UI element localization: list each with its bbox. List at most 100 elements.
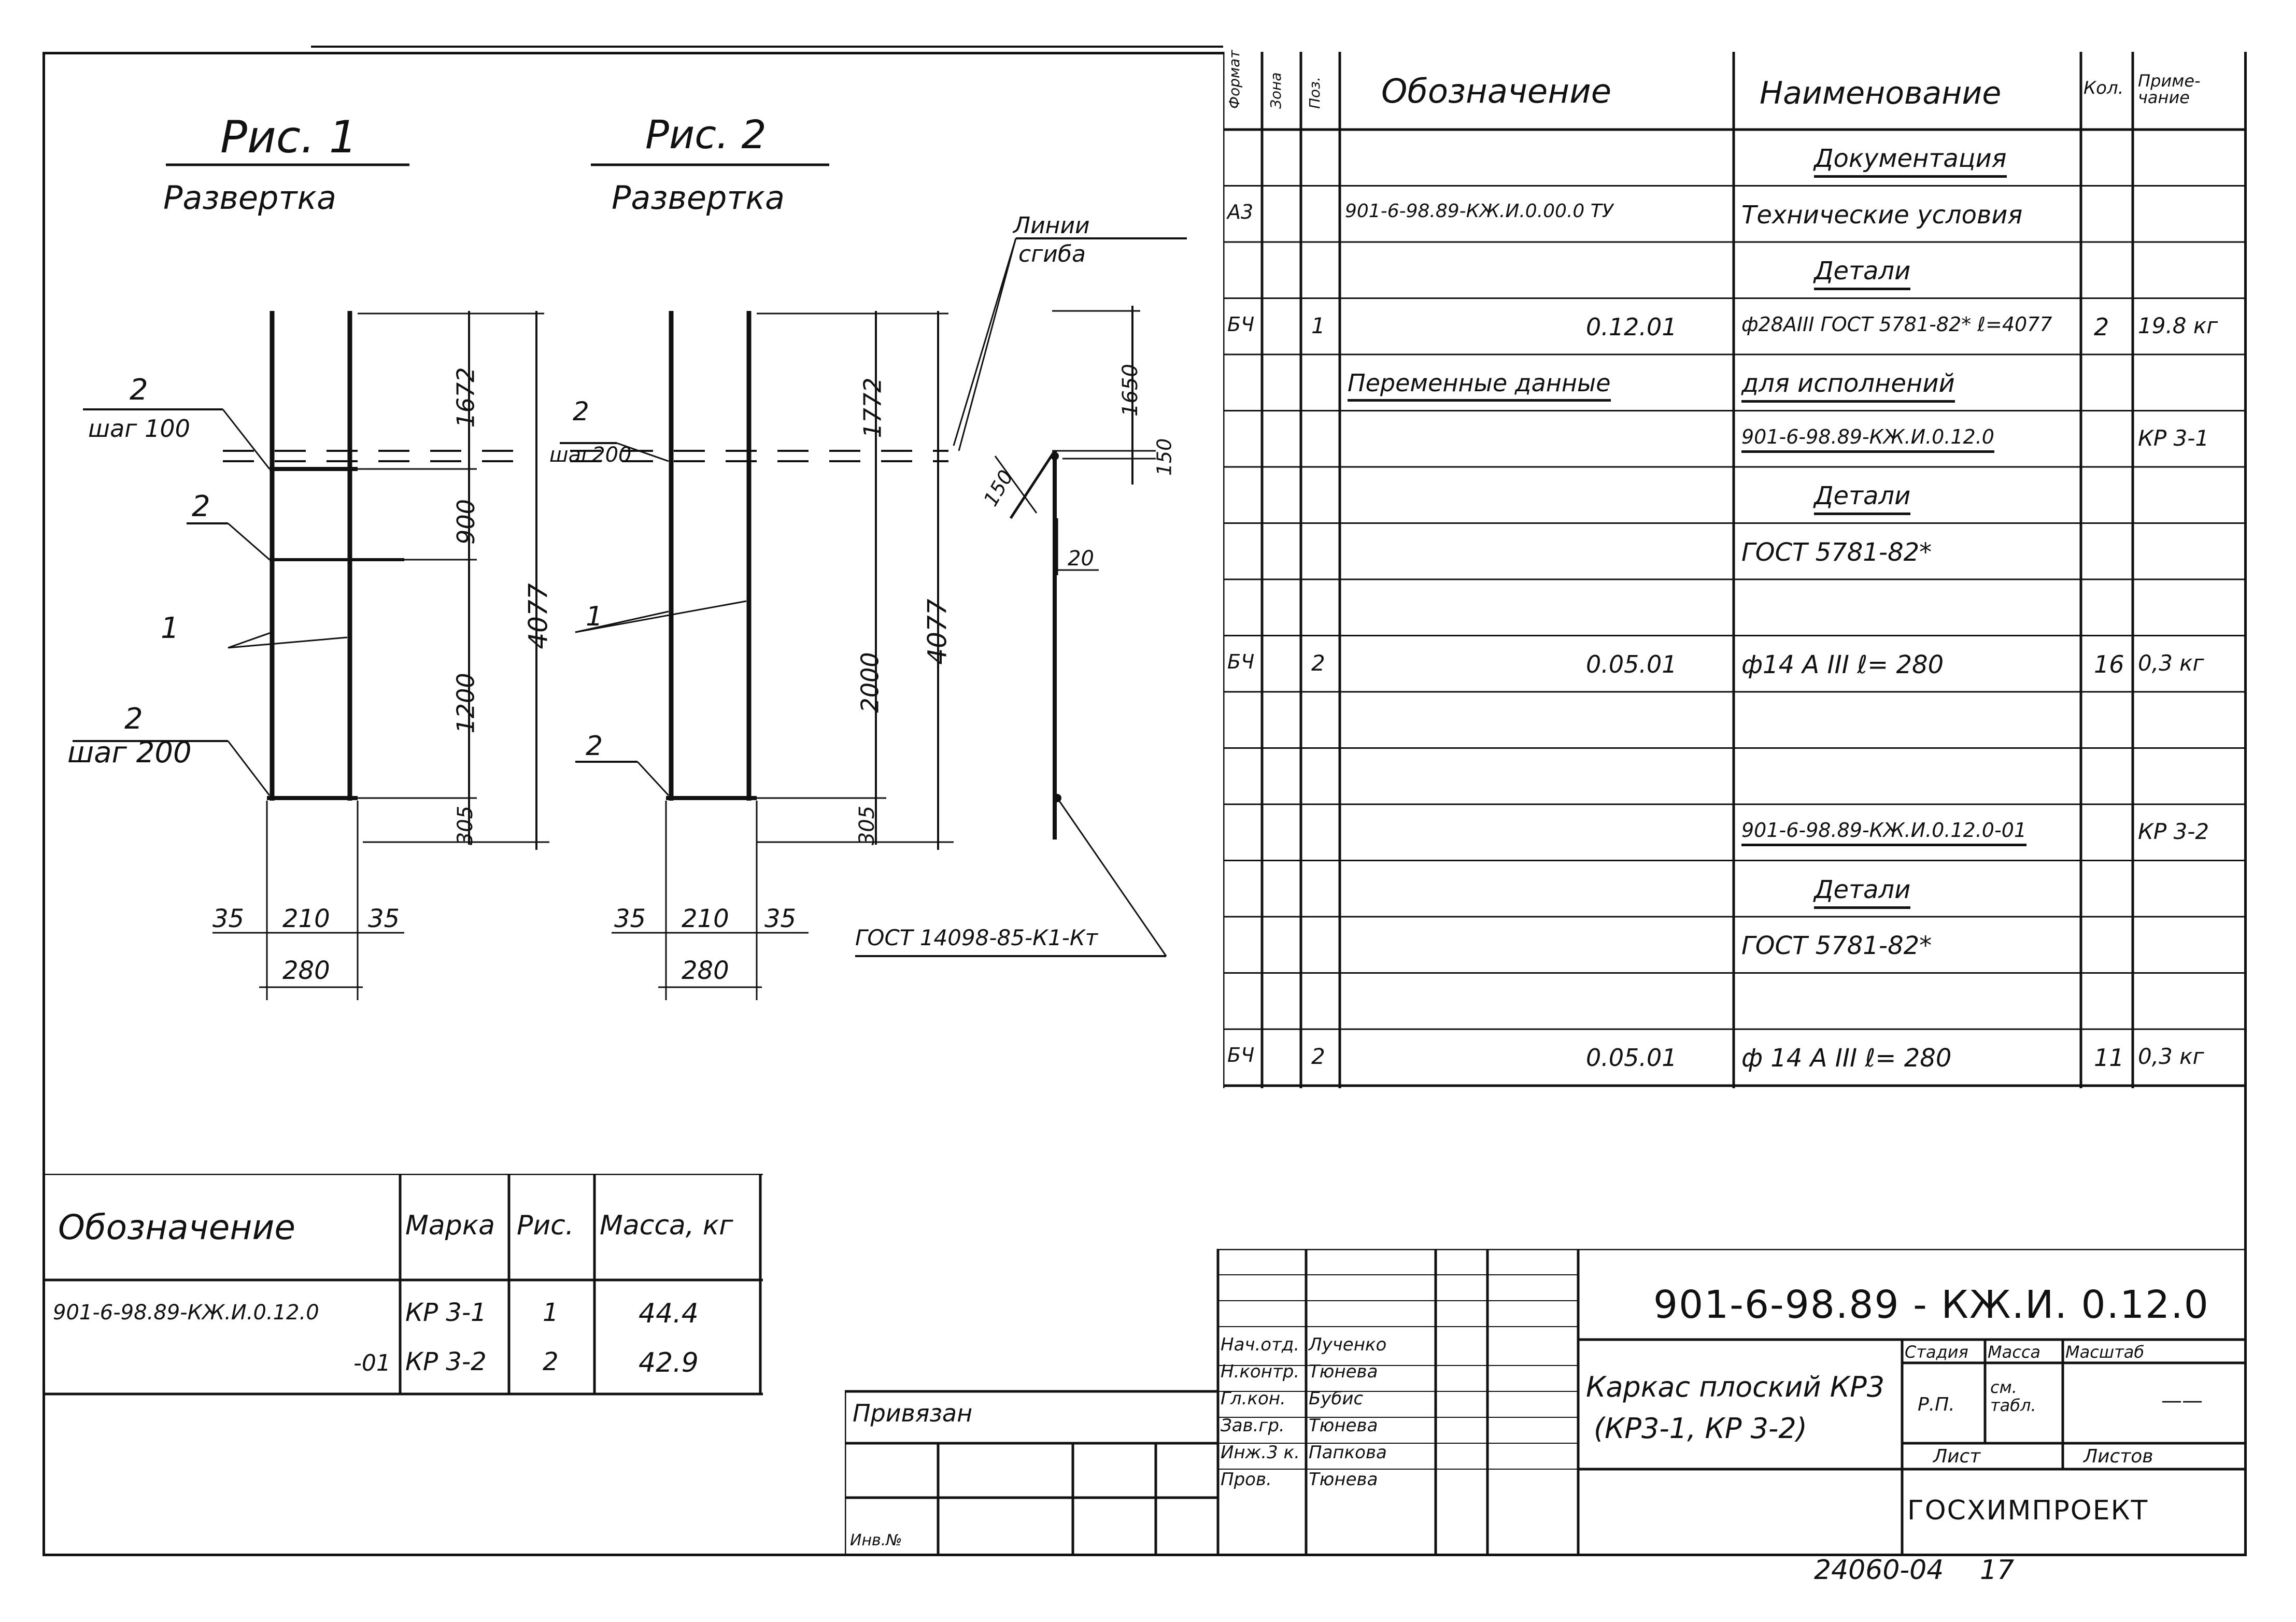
fig1-callout-3: 1 (161, 611, 179, 645)
inv-label: Инв.№ (850, 1531, 902, 1549)
spec-row-pos: 1 (1311, 312, 1325, 338)
bend-dim-1650: 1650 (1118, 364, 1142, 417)
mass-label: Масса (1988, 1342, 2041, 1362)
signature-role: Инж.3 к. (1221, 1442, 1300, 1463)
spec-row-name: 901-6-98.89-КЖ.И.0.12.0 (1741, 425, 1994, 453)
mass-row2-designation: -01 (353, 1350, 391, 1376)
spec-row-designation: 0.05.01 (1586, 1044, 1677, 1072)
bend-label-2: сгиба (1018, 241, 1086, 267)
spec-grid (1223, 52, 2247, 1088)
drawings (73, 163, 1187, 1000)
spec-row-format: БЧ (1227, 1044, 1255, 1066)
fig1-bottom-dim-210: 210 (282, 904, 330, 933)
signature-role: Нач.отд. (1221, 1334, 1300, 1355)
title-line2: (КР3-1, КР 3-2) (1594, 1412, 1807, 1445)
mass-header-mass: Масса, кг (600, 1210, 733, 1241)
bend-label-1: Линии (1013, 212, 1090, 239)
spec-row-note: КР 3-2 (2138, 819, 2209, 844)
mass-header-designation: Обозначение (58, 1207, 295, 1247)
fig1-dim-900: 900 (451, 499, 480, 545)
mass-header-fig: Рис. (517, 1210, 574, 1241)
spec-row-note: 0,3 кг (2138, 1044, 2204, 1069)
page-number: 17 (1980, 1555, 2015, 1586)
spec-row-name: ГОСТ 5781-82* (1741, 537, 1932, 567)
fig1-bottom-dim-35a: 35 (212, 904, 245, 933)
sheet-label: Лист (1933, 1446, 1981, 1467)
spec-row-name: ф14 А III ℓ= 280 (1741, 650, 1944, 679)
bend-gost: ГОСТ 14098-85-К1-Кт (855, 925, 1098, 950)
fig1-callout-4-label: шаг 200 (67, 736, 192, 770)
spec-row-designation: 901-6-98.89-КЖ.И.0.00.0 ТУ (1345, 200, 1613, 222)
signature-role: Гл.кон. (1221, 1388, 1286, 1409)
fig2-dim-305: 305 (855, 805, 880, 846)
stage-label: Стадия (1905, 1342, 1968, 1362)
spec-table: Формат Зона Поз. Обозначение Наименовани… (1223, 50, 2247, 1088)
spec-header-format: Формат (1226, 50, 1243, 109)
mass-table: Обозначение Марка Рис. Масса, кг 901-6-9… (42, 1174, 763, 1397)
fig2-bottom-dim-280: 280 (682, 956, 729, 985)
frame-left (42, 52, 45, 1555)
bend-dim-20: 20 (1068, 547, 1094, 571)
doc-code: 901-6-98.89 - КЖ.И. 0.12.0 (1653, 1283, 2209, 1327)
bend-dim-150a: 150 (1153, 438, 1176, 476)
spec-row-note: 0,3 кг (2138, 650, 2204, 676)
spec-row-name: Детали (1814, 257, 1911, 290)
signature-role: Пров. (1221, 1469, 1272, 1490)
fig2-dim-2000: 2000 (856, 652, 884, 713)
signature-name: Тюнева (1309, 1361, 1378, 1382)
fig2-subtitle: Развертка (612, 179, 785, 217)
fig2-callout-2: 1 (586, 601, 603, 632)
spec-row-note: 19.8 кг (2138, 312, 2218, 338)
footer-number: 24060-04 (1814, 1555, 1944, 1586)
signature-name: Бубис (1309, 1388, 1364, 1409)
mass-row2-mass: 42.9 (639, 1347, 699, 1378)
mass-value: см. табл. (1990, 1377, 2036, 1416)
title-line1: Каркас плоский КР3 (1586, 1371, 1885, 1403)
fig1-dim-1672: 1672 (451, 367, 480, 428)
spec-row-name: Детали (1814, 875, 1911, 909)
spec-row-note: КР 3-1 (2138, 425, 2209, 451)
fig1-subtitle: Развертка (163, 179, 336, 217)
fig2-callout-1: 2 (573, 396, 589, 426)
mass-row2-mark: КР 3-2 (405, 1347, 487, 1376)
fig1-callout-1: 2 (130, 373, 148, 407)
spec-row-format: БЧ (1227, 650, 1255, 673)
spec-row-format: БЧ (1227, 312, 1255, 336)
spec-row-name: ф28АIII ГОСТ 5781-82* ℓ=4077 (1741, 312, 2052, 336)
spec-row-designation: Переменные данные (1348, 369, 1611, 402)
spec-row-name: ф 14 А III ℓ= 280 (1741, 1044, 1952, 1073)
org-name: ГОСХИМПРОЕКТ (1907, 1495, 2149, 1526)
fig1-title: Рис. 1 (220, 111, 358, 163)
stage-value: Р.П. (1918, 1394, 1955, 1415)
spec-header-qty: Кол. (2084, 78, 2124, 98)
frame-right (2244, 52, 2247, 1555)
signature-role: Зав.гр. (1221, 1415, 1285, 1436)
fig1-bottom-dim-280: 280 (282, 956, 330, 985)
fig2-dim-4077: 4077 (922, 599, 953, 665)
signature-role: Н.контр. (1221, 1361, 1300, 1382)
fig2-dim-1772: 1772 (858, 377, 887, 438)
fig2-bottom-dim-210: 210 (682, 904, 729, 933)
fig2-callout-1-label: шаг200 (549, 443, 632, 467)
spec-row-designation: 0.12.01 (1586, 312, 1677, 341)
spec-row-name: ГОСТ 5781-82* (1741, 931, 1932, 960)
signature-name: Тюнева (1309, 1469, 1378, 1490)
spec-row-name: Технические условия (1741, 200, 2023, 230)
spec-row-pos: 2 (1311, 650, 1325, 676)
frame-top-thin (311, 46, 1223, 48)
fig2-bottom-dim-35b: 35 (764, 904, 797, 933)
mass-grid (42, 1174, 763, 1396)
spec-row-name: для исполнений (1741, 369, 1955, 403)
frame-top (42, 52, 1224, 54)
spec-row-designation: 0.05.01 (1586, 650, 1677, 678)
fig1-dim-4077: 4077 (523, 583, 554, 649)
fig1-callout-1-label: шаг 100 (88, 415, 190, 443)
mass-header-mark: Марка (405, 1210, 495, 1241)
fig1-callout-2: 2 (192, 490, 210, 523)
spec-row-qty: 11 (2094, 1044, 2124, 1072)
fig1-callout-4: 2 (124, 702, 143, 736)
spec-header-pos: Поз. (1306, 77, 1323, 109)
sheets-label: Листов (2084, 1446, 2153, 1467)
spec-header-designation: Обозначение (1381, 73, 1612, 111)
fig2-callout-3: 2 (586, 731, 603, 762)
